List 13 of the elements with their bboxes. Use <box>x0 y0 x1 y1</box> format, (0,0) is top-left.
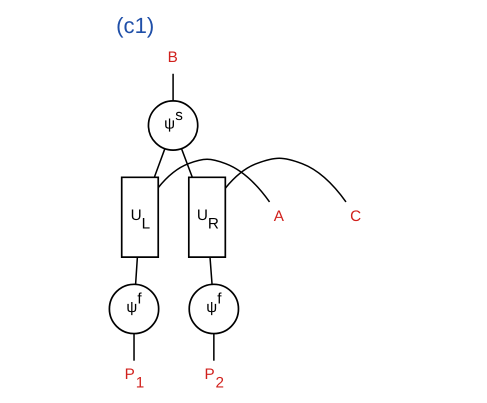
node-text: B <box>167 49 178 66</box>
connector <box>212 334 214 361</box>
connector <box>180 148 192 178</box>
node-text: C <box>350 208 361 225</box>
connector <box>134 257 138 284</box>
connector <box>132 334 134 361</box>
node-text: A <box>273 208 284 225</box>
connector <box>153 148 166 178</box>
connector <box>208 257 212 284</box>
diagram-title: (c1) <box>116 12 154 38</box>
connector <box>224 158 346 202</box>
connector <box>172 74 174 101</box>
connector <box>157 158 270 202</box>
